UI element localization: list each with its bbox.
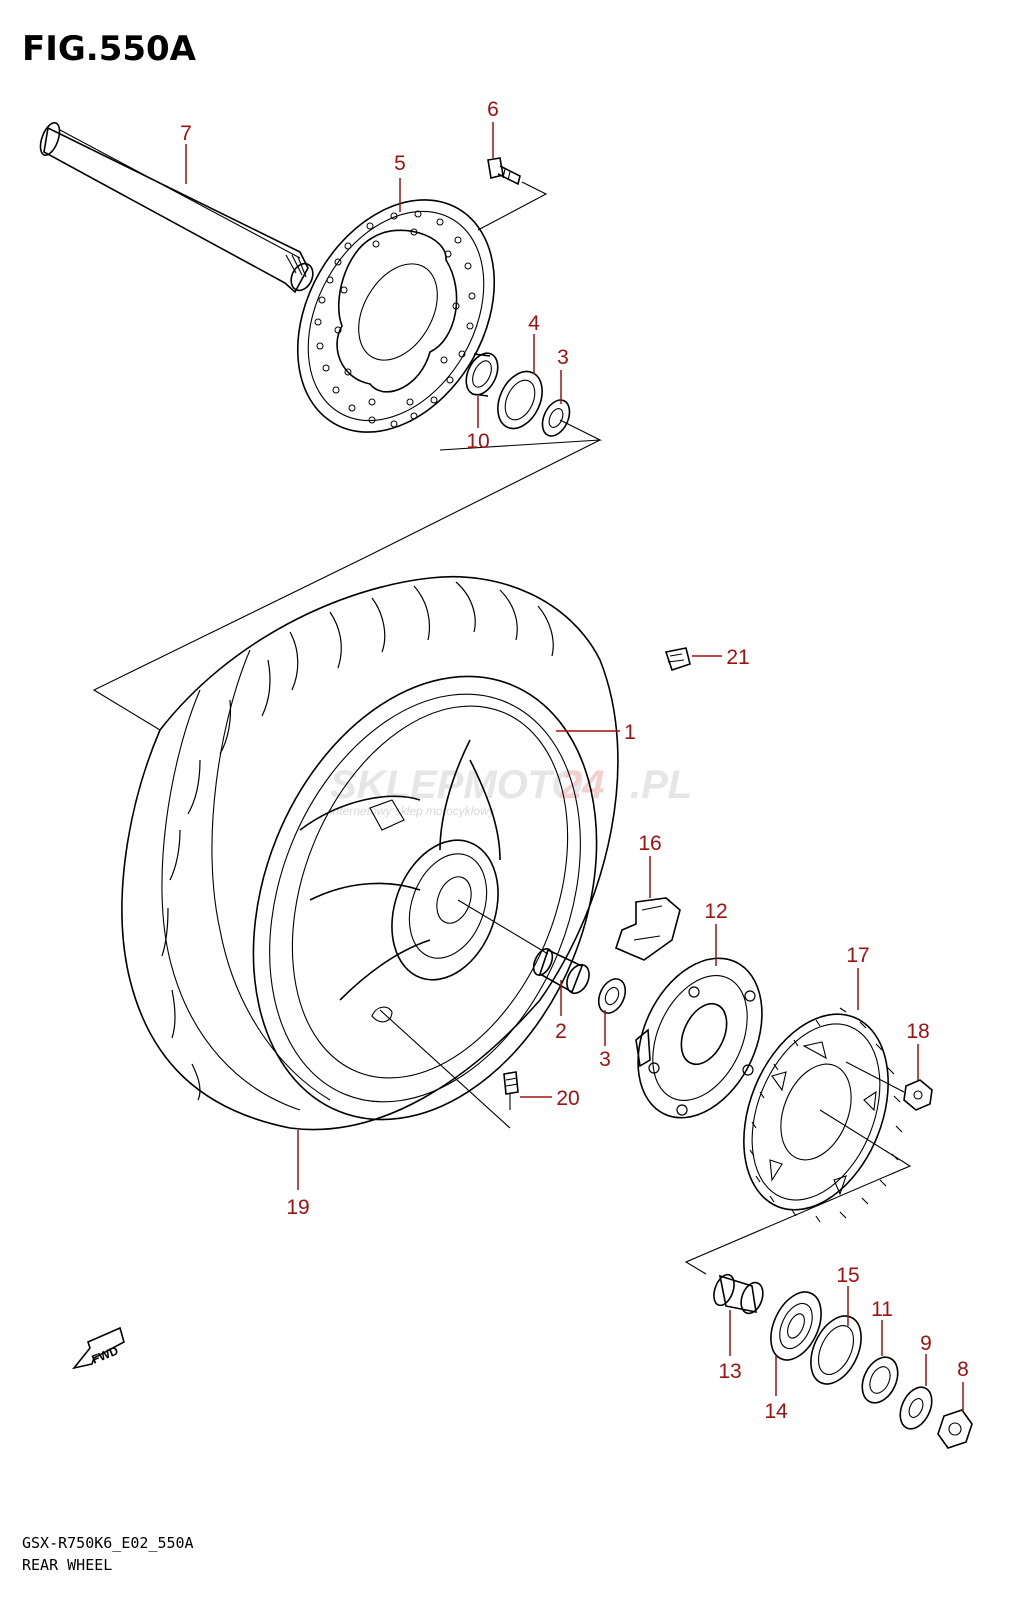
watermark-tagline: internetowy sklep motocyklowy (330, 804, 496, 818)
part-20-valve (503, 1071, 519, 1110)
callout-label: 20 (556, 1087, 579, 1110)
watermark-brand-mid: 24 (559, 763, 605, 807)
part-16-bracket (615, 897, 681, 961)
part-1-wheel-rim (252, 675, 598, 1121)
figure-caption: REAR WHEEL (22, 1556, 112, 1574)
part-18-nut (903, 1079, 933, 1111)
callout-label: 2 (555, 1020, 567, 1043)
part-6-bolt (487, 157, 521, 186)
callout-9: 9 (920, 1332, 932, 1386)
callout-label: 8 (957, 1358, 969, 1381)
watermark: SKLEPMOTO 24 .PL internetowy sklep motoc… (330, 763, 692, 818)
callout-label: 21 (726, 646, 749, 669)
callout-21: 21 (692, 646, 750, 669)
figure-title: FIG.550A (22, 29, 197, 69)
callout-label: 18 (906, 1020, 929, 1043)
part-10-oil-seal (465, 352, 499, 397)
callout-label: 17 (846, 944, 869, 967)
part-19-tire (121, 576, 619, 1131)
callout-13: 13 (718, 1310, 742, 1383)
callout-20: 20 (520, 1087, 580, 1110)
part-21-clip (664, 647, 691, 672)
alignment-lines-middle (379, 899, 912, 1275)
callout-label: 3 (557, 346, 569, 369)
callout-15: 15 (836, 1264, 860, 1326)
callout-label: 5 (394, 152, 406, 175)
callout-label: 11 (871, 1298, 893, 1321)
part-7-axle (39, 121, 314, 294)
callout-label: 7 (180, 122, 192, 145)
callout-label: 10 (466, 430, 489, 453)
callout-16: 16 (638, 832, 662, 898)
callout-12: 12 (704, 900, 728, 966)
callout-label: 15 (836, 1264, 859, 1287)
callout-5: 5 (394, 152, 406, 212)
callout-8: 8 (957, 1358, 969, 1412)
callout-19: 19 (286, 1130, 310, 1219)
callout-14: 14 (764, 1356, 788, 1423)
part-13-collar (713, 1273, 764, 1315)
callout-6: 6 (487, 98, 499, 158)
callout-2: 2 (555, 980, 567, 1043)
callout-label: 9 (920, 1332, 932, 1355)
callout-label: 12 (704, 900, 727, 923)
callout-label: 14 (764, 1400, 788, 1423)
figure-code: GSX-R750K6_E02_550A (22, 1534, 194, 1552)
callout-label: 19 (286, 1196, 309, 1219)
part-12-sprocket-hub (635, 957, 763, 1119)
callout-label: 3 (599, 1048, 611, 1071)
part-15-oil-seal (810, 1315, 862, 1385)
part-11-collar (861, 1356, 899, 1404)
callout-11: 11 (871, 1298, 893, 1356)
callout-17: 17 (846, 944, 870, 1010)
alignment-lines-upper (92, 181, 603, 731)
callout-label: 16 (638, 832, 661, 855)
part-9-washer (899, 1386, 933, 1430)
callout-label: 4 (528, 312, 540, 335)
part-3-bearing-lower (597, 978, 627, 1014)
callout-4: 4 (528, 312, 540, 374)
part-3-bearing-upper (541, 399, 571, 437)
callout-1: 1 (556, 721, 636, 744)
part-2-spacer (532, 948, 590, 995)
part-4-spacer-ring (497, 370, 543, 430)
callout-label: 13 (718, 1360, 741, 1383)
part-8-nut (937, 1409, 973, 1449)
callout-3-upper: 3 (557, 346, 569, 404)
part-14-bearing (770, 1291, 822, 1361)
watermark-brand-right: .PL (630, 763, 692, 807)
callout-10: 10 (466, 396, 490, 453)
callout-18: 18 (906, 1020, 930, 1080)
callout-7: 7 (180, 122, 192, 184)
callout-3-lower: 3 (599, 1010, 611, 1071)
callout-label: 6 (487, 98, 499, 121)
part-5-brake-disc (296, 199, 496, 433)
fwd-arrow-icon: FWD (71, 1326, 125, 1370)
callout-label: 1 (624, 721, 636, 744)
